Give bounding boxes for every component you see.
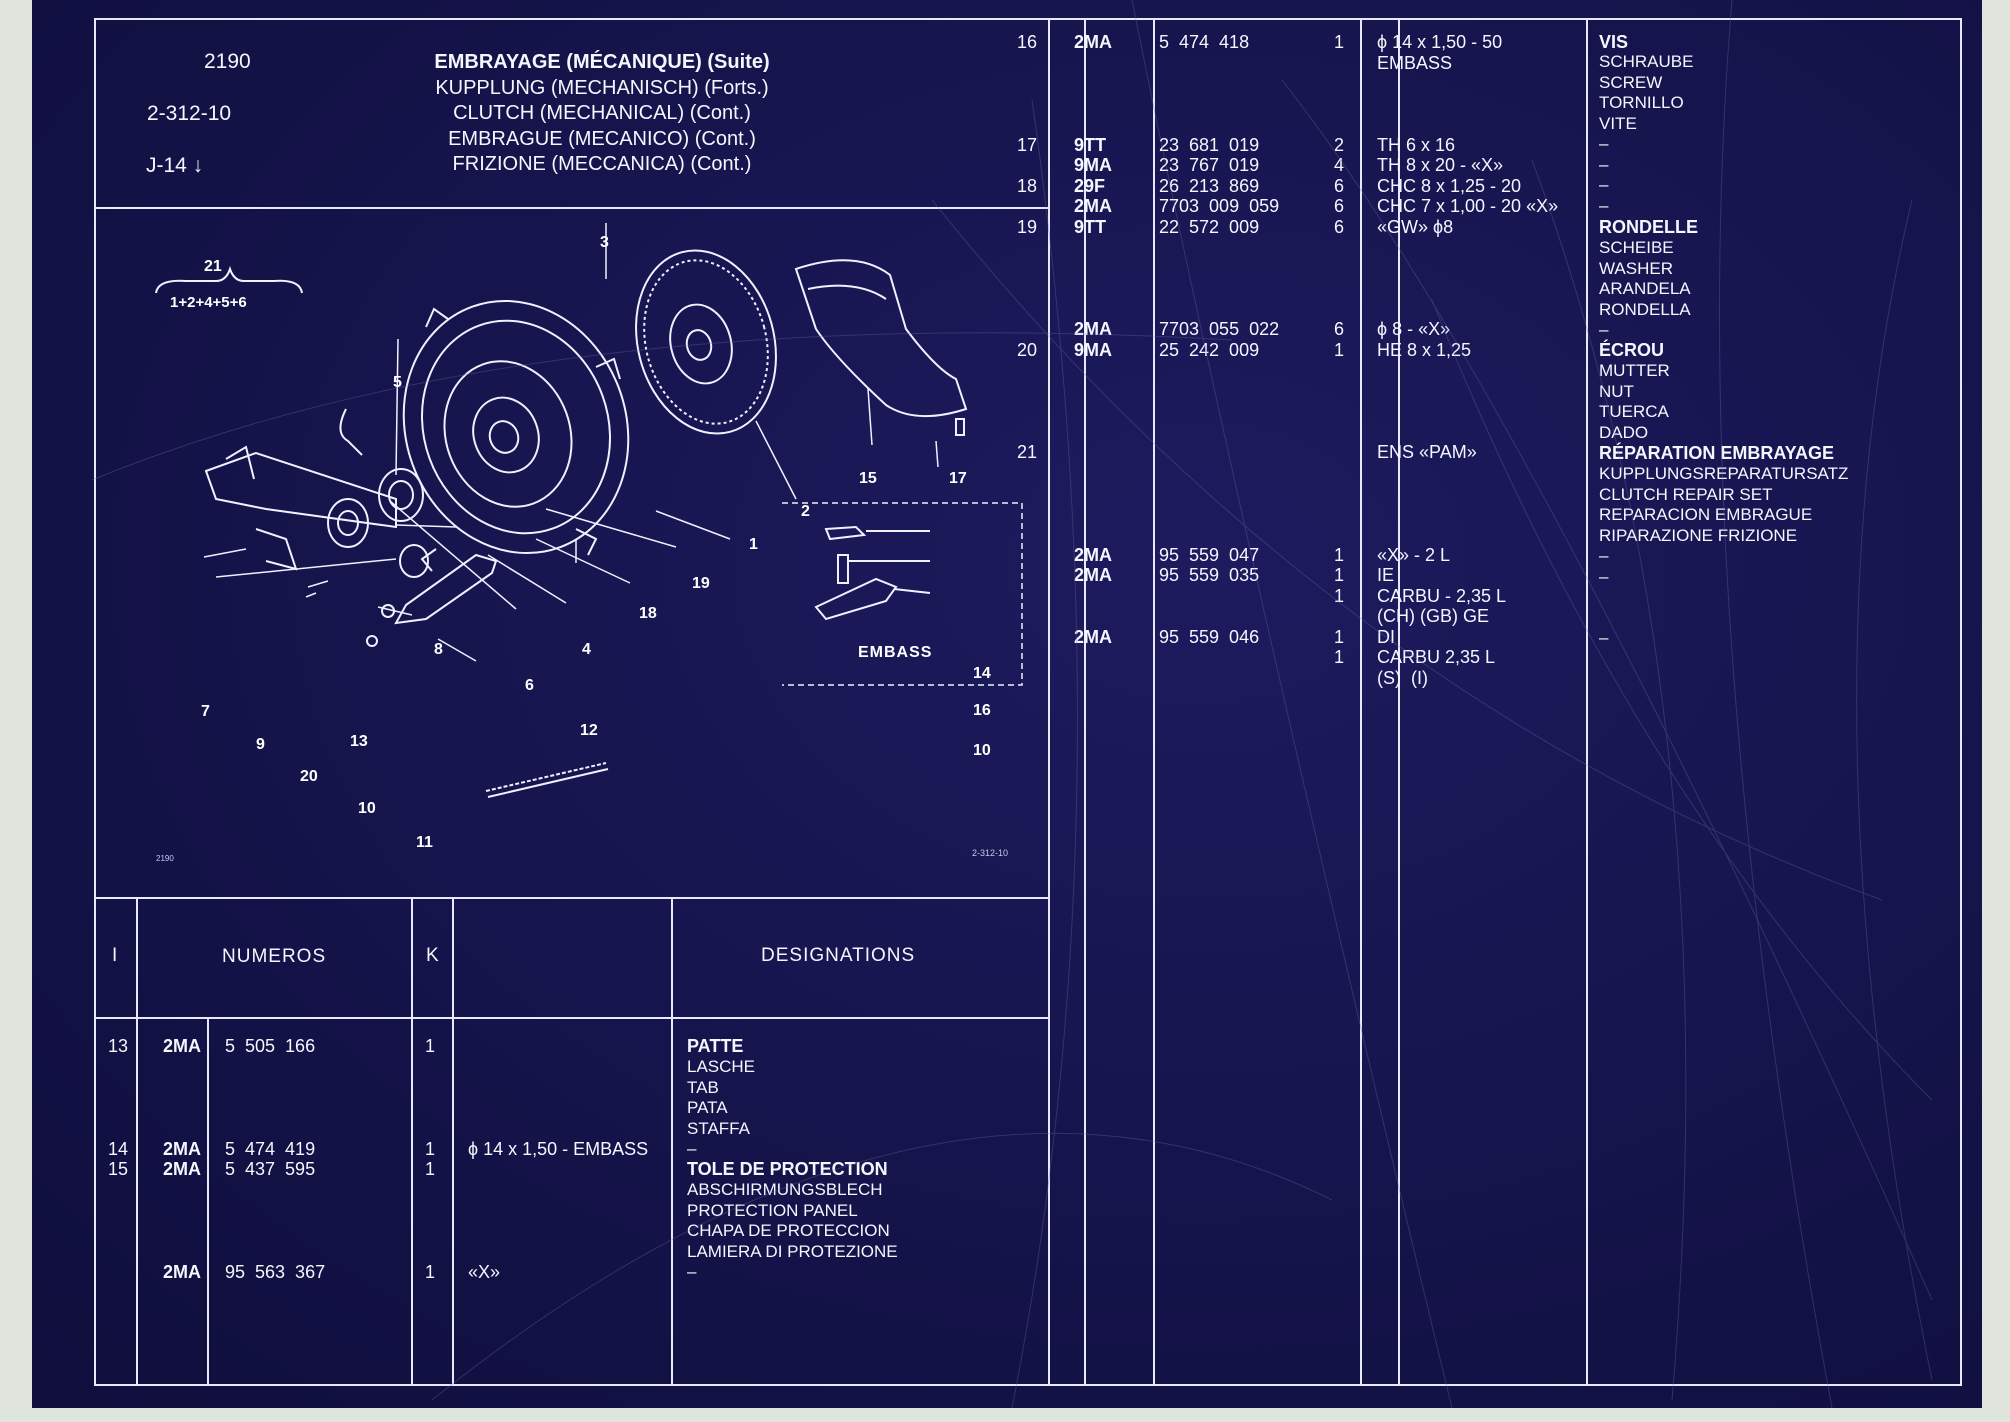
callout-10: 10	[358, 800, 376, 817]
callout-15: 15	[859, 470, 877, 487]
left-col-rule-1	[136, 897, 138, 1386]
callout-17: 17	[949, 470, 967, 487]
right-col-rule-5	[1398, 18, 1400, 1386]
diagram-footer-left: 2190	[156, 854, 174, 863]
page-reference: J-14 ↓	[146, 154, 204, 177]
callout-1: 1	[749, 536, 758, 553]
inset-callout-16: 16	[973, 702, 991, 719]
left-col-index: 13 14 15	[108, 1036, 129, 1179]
title-french: EMBRAYAGE (MÉCANIQUE) (Suite)	[434, 51, 770, 73]
callout-12: 12	[580, 722, 598, 739]
group-reference: 2-312-10	[147, 102, 232, 125]
right-col-k: 1 2 4 6 6 6 6 1 1 1 1 1 1	[1334, 32, 1345, 667]
brace-number: 21	[204, 258, 222, 275]
section-number: 2190	[204, 50, 251, 73]
desig-reparation: RÉPARATION EMBRAYAGE	[1599, 443, 1835, 463]
left-col-rule-4	[452, 897, 454, 1386]
microfiche-sheet: 2190 2-312-10 J-14 ↓ EMBRAYAGE (MÉCANIQU…	[32, 0, 1982, 1408]
right-col-rule-2	[1084, 18, 1086, 1386]
callout-5: 5	[393, 374, 402, 391]
title-italian: FRIZIONE (MECCANICA) (Cont.)	[452, 153, 752, 175]
callout-4: 4	[582, 641, 591, 658]
right-col-code: 2MA 9TT 9MA 29F 2MA 9TT 2MA 9MA 2MA 2MA …	[1074, 32, 1113, 647]
left-col-k: 1 1 1 1	[425, 1036, 436, 1282]
desig-reparation-translations: KUPPLUNGSREPARATURSATZ CLUTCH REPAIR SET…	[1599, 464, 1849, 647]
callout-11: 11	[416, 834, 433, 851]
callout-20: 20	[300, 768, 318, 785]
right-col-rule-4	[1360, 18, 1362, 1386]
callout-7: 7	[201, 703, 210, 720]
callout-19: 19	[692, 575, 710, 592]
inset-callout-14: 14	[973, 665, 991, 682]
right-col-index: 16 17 18 19 20 21	[1017, 32, 1038, 462]
header-designations: DESIGNATIONS	[761, 945, 916, 966]
desig-vis: VIS	[1599, 32, 1629, 52]
left-col-rule-5	[671, 897, 673, 1386]
right-col-rule-3	[1153, 18, 1155, 1386]
diagram-divider	[94, 897, 1048, 899]
table-header-divider	[94, 1017, 1048, 1019]
right-col-rule-6	[1586, 18, 1588, 1386]
exploded-clutch-diagram	[155, 223, 1023, 798]
left-col-number: 5 505 166 5 474 419 5 437 595 95 563 367	[225, 1036, 326, 1282]
header-index: I	[112, 945, 119, 966]
desig-ecrou-translations: MUTTER NUT TUERCA DADO	[1599, 361, 1670, 442]
header-numeros: NUMEROS	[222, 946, 327, 967]
title-german: KUPPLUNG (MECHANISCH) (Forts.)	[435, 77, 769, 99]
right-col-rule-1	[1048, 18, 1050, 1386]
inset-title: EMBASS	[858, 644, 933, 661]
brace-formula: 1+2+4+5+6	[170, 294, 247, 311]
desig-ecrou: ÉCROU	[1599, 340, 1665, 360]
callout-8: 8	[434, 641, 443, 658]
right-col-spec: ϕ 14 x 1,50 - 50 EMBASS TH 6 x 16 TH 8 x…	[1377, 32, 1559, 688]
diagram-footer-right: 2-312-10	[972, 848, 1009, 858]
callout-18: 18	[639, 605, 657, 622]
page-frame	[94, 18, 1962, 1386]
desig-tole: TOLE DE PROTECTION	[687, 1159, 888, 1179]
title-english: CLUTCH (MECHANICAL) (Cont.)	[453, 102, 751, 124]
right-col-number: 5 474 418 23 681 019 23 767 019 26 213 8…	[1159, 32, 1280, 647]
desig-patte: PATTE	[687, 1036, 744, 1056]
desig-tole-translations: ABSCHIRMUNGSBLECH PROTECTION PANEL CHAPA…	[687, 1180, 898, 1281]
left-col-rule-2	[207, 1017, 209, 1386]
callout-9: 9	[256, 736, 265, 753]
left-col-code: 2MA 2MA 2MA 2MA	[163, 1036, 202, 1282]
callout-13: 13	[350, 733, 368, 750]
callout-6: 6	[525, 677, 534, 694]
callout-2: 2	[801, 503, 810, 520]
desig-patte-translations: LASCHE TAB PATA STAFFA –	[687, 1057, 756, 1158]
inset-callout-10: 10	[973, 742, 991, 759]
desig-vis-translations: SCHRAUBE SCREW TORNILLO VITE – – – –	[1599, 52, 1694, 215]
header-k: K	[426, 945, 440, 966]
desig-rondelle-translations: SCHEIBE WASHER ARANDELA RONDELLA –	[1599, 238, 1691, 339]
title-spanish: EMBRAGUE (MECANICO) (Cont.)	[448, 128, 756, 150]
callout-3: 3	[600, 234, 609, 251]
desig-rondelle: RONDELLE	[1599, 217, 1698, 237]
left-col-spec: ϕ 14 x 1,50 - EMBASS «X»	[468, 1138, 649, 1282]
header-divider	[94, 207, 1048, 209]
left-col-rule-3	[411, 897, 413, 1386]
